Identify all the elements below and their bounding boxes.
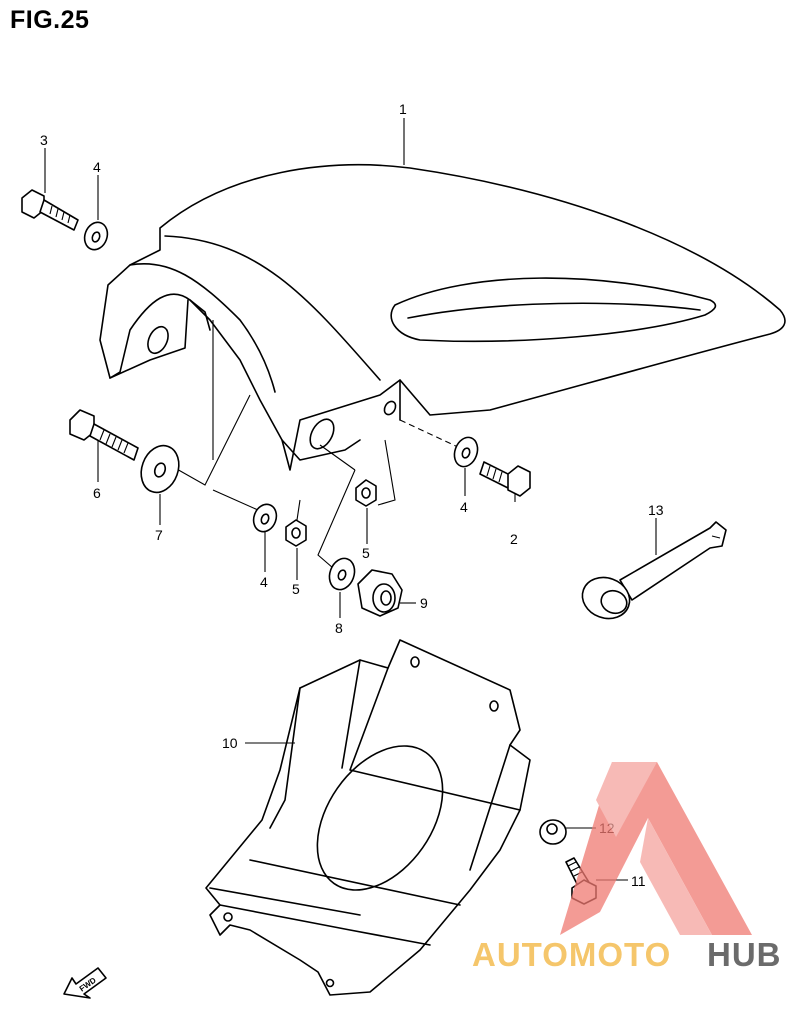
washer-part-7 (140, 444, 180, 494)
bracket-part-10 (205, 639, 531, 996)
callout-9: 9 (420, 595, 428, 611)
wrench-part-13 (581, 521, 727, 620)
callout-2: 2 (510, 531, 518, 547)
callout-13: 13 (648, 502, 664, 518)
leader-lines (44, 118, 657, 881)
callout-11: 11 (631, 873, 646, 889)
callout-4-left: 4 (260, 574, 268, 590)
callout-5-left: 5 (292, 581, 300, 597)
washer-part-4-top (83, 221, 109, 251)
bolt-part-6 (69, 409, 139, 461)
callout-5-right: 5 (362, 545, 370, 561)
watermark-text-hub: HUB (707, 936, 782, 973)
collar-nut-part-9 (357, 569, 403, 617)
bolt-part-3 (21, 189, 79, 231)
callout-4-top: 4 (93, 159, 101, 175)
callout-3: 3 (40, 132, 48, 148)
nut-part-5-right (355, 479, 377, 507)
callout-1: 1 (399, 101, 407, 117)
figure-title: FIG.25 (10, 6, 90, 34)
fwd-arrow-icon: FWD (63, 967, 107, 999)
callout-4-right: 4 (460, 499, 468, 515)
rear-fender-part (99, 164, 786, 471)
nut-part-5-left (285, 519, 307, 547)
washer-part-4-left (252, 503, 278, 533)
nut-part-12 (539, 819, 567, 845)
washer-part-8 (328, 557, 356, 591)
callout-10: 10 (222, 735, 238, 751)
watermark-text-automoto: AUTOMOTO (472, 936, 671, 973)
washer-part-4-right (453, 436, 479, 468)
callout-7: 7 (155, 527, 163, 543)
assembly-lines (174, 320, 461, 569)
bolt-part-2 (479, 461, 531, 497)
watermark-logo-icon (560, 762, 752, 935)
callout-6: 6 (93, 485, 101, 501)
callout-8: 8 (335, 620, 343, 636)
automotohub-watermark: AUTOMOTO HUB (472, 762, 782, 973)
